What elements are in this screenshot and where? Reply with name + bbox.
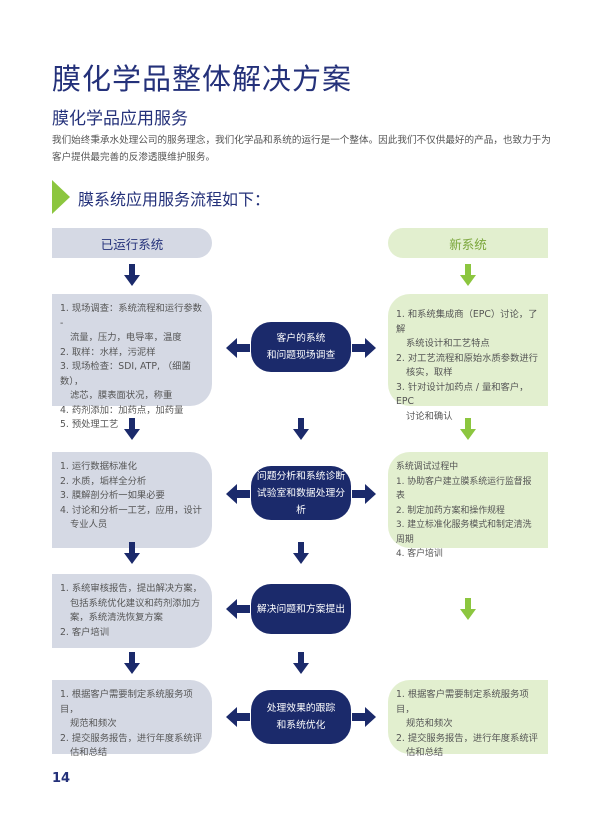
left-step-3: 1. 系统审核报告，提出解决方案， 包括系统优化建议和药剂添加方 案，系统清洗恢… [52,574,212,648]
arrow-left-icon [226,599,250,619]
arrow-down-icon [293,652,309,674]
list-item: 案，系统清洗恢复方案 [70,612,163,623]
center-line: 和问题现场调查 [266,350,336,361]
arrow-right-icon [352,484,376,504]
list-item: 规范和频次 [70,718,117,729]
list-item: 1. 根据客户需要制定系统服务项目， [396,689,529,715]
arrow-left-icon [226,338,250,358]
arrow-down-icon [124,652,140,674]
existing-system-header: 已运行系统 [52,228,212,258]
arrow-down-icon [124,418,140,440]
list-item: 1. 现场调查：系统流程和运行参数 - [60,303,202,329]
arrow-down-icon [460,418,476,440]
list-item: 2. 提交服务报告，进行年度系统评 [396,732,538,744]
list-item: 2. 对工艺流程和原始水质参数进行 [396,352,538,364]
center-step-4: 处理效果的跟踪 和系统优化 [251,690,351,744]
list-item: 3. 现场检查：SDI, ATP, （细菌数）， [60,361,191,387]
list-item: 系统设计和工艺特点 [406,338,490,349]
list-item: 5. 预处理工艺 [60,419,119,430]
list-item: 1. 根据客户需要制定系统服务项目， [60,689,193,715]
list-item: 2. 取样：水样，污泥样 [60,346,156,358]
center-line: 问题分析和系统诊断 [256,470,346,482]
list-item: 系统调试过程中 [396,462,459,472]
list-item: 流量，压力，电导率，温度 [70,332,182,343]
list-item: 4. 药剂添加：加药点，加药量 [60,404,184,416]
left-step-1: 1. 现场调查：系统流程和运行参数 - 流量，压力，电导率，温度 2. 取样：水… [52,294,212,430]
intro-paragraph: 我们始终秉承水处理公司的服务理念，我们化学品和系统的运行是一个整体。因此我们不仅… [52,135,551,163]
flow-title: 膜系统应用服务流程如下： [78,190,271,209]
arrow-left-icon [226,707,250,727]
right-step-2: 系统调试过程中 1. 协助客户建立膜系统运行监督报表 2. 制定加药方案和操作规… [388,452,548,559]
arrow-down-icon [460,598,476,620]
new-system-header: 新系统 [388,228,548,258]
arrow-down-icon [124,542,140,564]
list-item: 规范和频次 [406,718,453,729]
center-step-2: 问题分析和系统诊断 试验室和数据处理分析 [251,466,351,520]
center-step-1: 客户的系统 和问题现场调查 [251,322,351,372]
arrow-right-icon [352,707,376,727]
list-item: 3. 建立标准化服务模式和制定清洗周期 [396,520,532,545]
left-step-2: 1. 运行数据标准化 2. 水质，垢样全分析 3. 膜解剖分析一如果必要 4. … [52,452,212,548]
section-subtitle: 膜化学品应用服务 [52,109,188,129]
right-step-3: 1. 根据客户需要制定系统服务项目， 规范和频次 2. 提交服务报告，进行年度系… [388,680,548,758]
list-item: 2. 提交服务报告，进行年度系统评 [60,732,202,744]
arrow-down-icon [293,542,309,564]
left-step-4: 1. 根据客户需要制定系统服务项目， 规范和频次 2. 提交服务报告，进行年度系… [52,680,212,758]
list-item: 估和总结 [406,747,444,758]
list-item: 4. 讨论和分析一工艺，应用，设计 [60,504,202,516]
list-item: 2. 制定加药方案和操作规程 [396,505,505,516]
chevron-right-icon [52,180,70,214]
list-item: 1. 系统审核报告，提出解决方案， [60,583,202,594]
right-step-1: 1. 和系统集成商（EPC）讨论，了解 系统设计和工艺特点 2. 对工艺流程和原… [388,294,548,422]
list-item: 1. 协助客户建立膜系统运行监督报表 [396,476,532,502]
center-step-3: 解决问题和方案提出 [251,584,351,634]
arrow-left-icon [226,484,250,504]
center-line: 处理效果的跟踪 [266,703,336,714]
list-item: 2. 水质，垢样全分析 [60,475,147,487]
page-title: 膜化学品整体解决方案 [52,62,353,96]
list-item: 核实，取样 [406,367,453,378]
center-line: 试验室和数据处理分析 [256,487,346,516]
center-line: 解决问题和方案提出 [256,603,346,615]
list-item: 专业人员 [70,519,108,530]
list-item: 包括系统优化建议和药剂添加方 [70,597,201,609]
list-item: 3. 膜解剖分析一如果必要 [60,490,165,501]
arrow-down-icon [460,264,476,286]
arrow-right-icon [352,338,376,358]
arrow-down-icon [124,264,140,286]
list-item: 4. 客户培训 [396,549,443,559]
list-item: 估和总结 [70,747,108,758]
list-item: 讨论和确认 [406,410,453,422]
list-item: 1. 运行数据标准化 [60,461,137,472]
page-number: 14 [52,771,71,786]
center-line: 和系统优化 [276,720,326,731]
list-item: 2. 客户培训 [60,626,110,638]
arrow-down-icon [293,418,309,440]
list-item: 滤芯，膜表面状况，称重 [70,390,173,401]
list-item: 1. 和系统集成商（EPC）讨论，了解 [396,309,538,335]
list-item: 3. 针对设计加药点 / 量和客户，EPC [396,381,529,408]
center-line: 客户的系统 [276,333,326,344]
